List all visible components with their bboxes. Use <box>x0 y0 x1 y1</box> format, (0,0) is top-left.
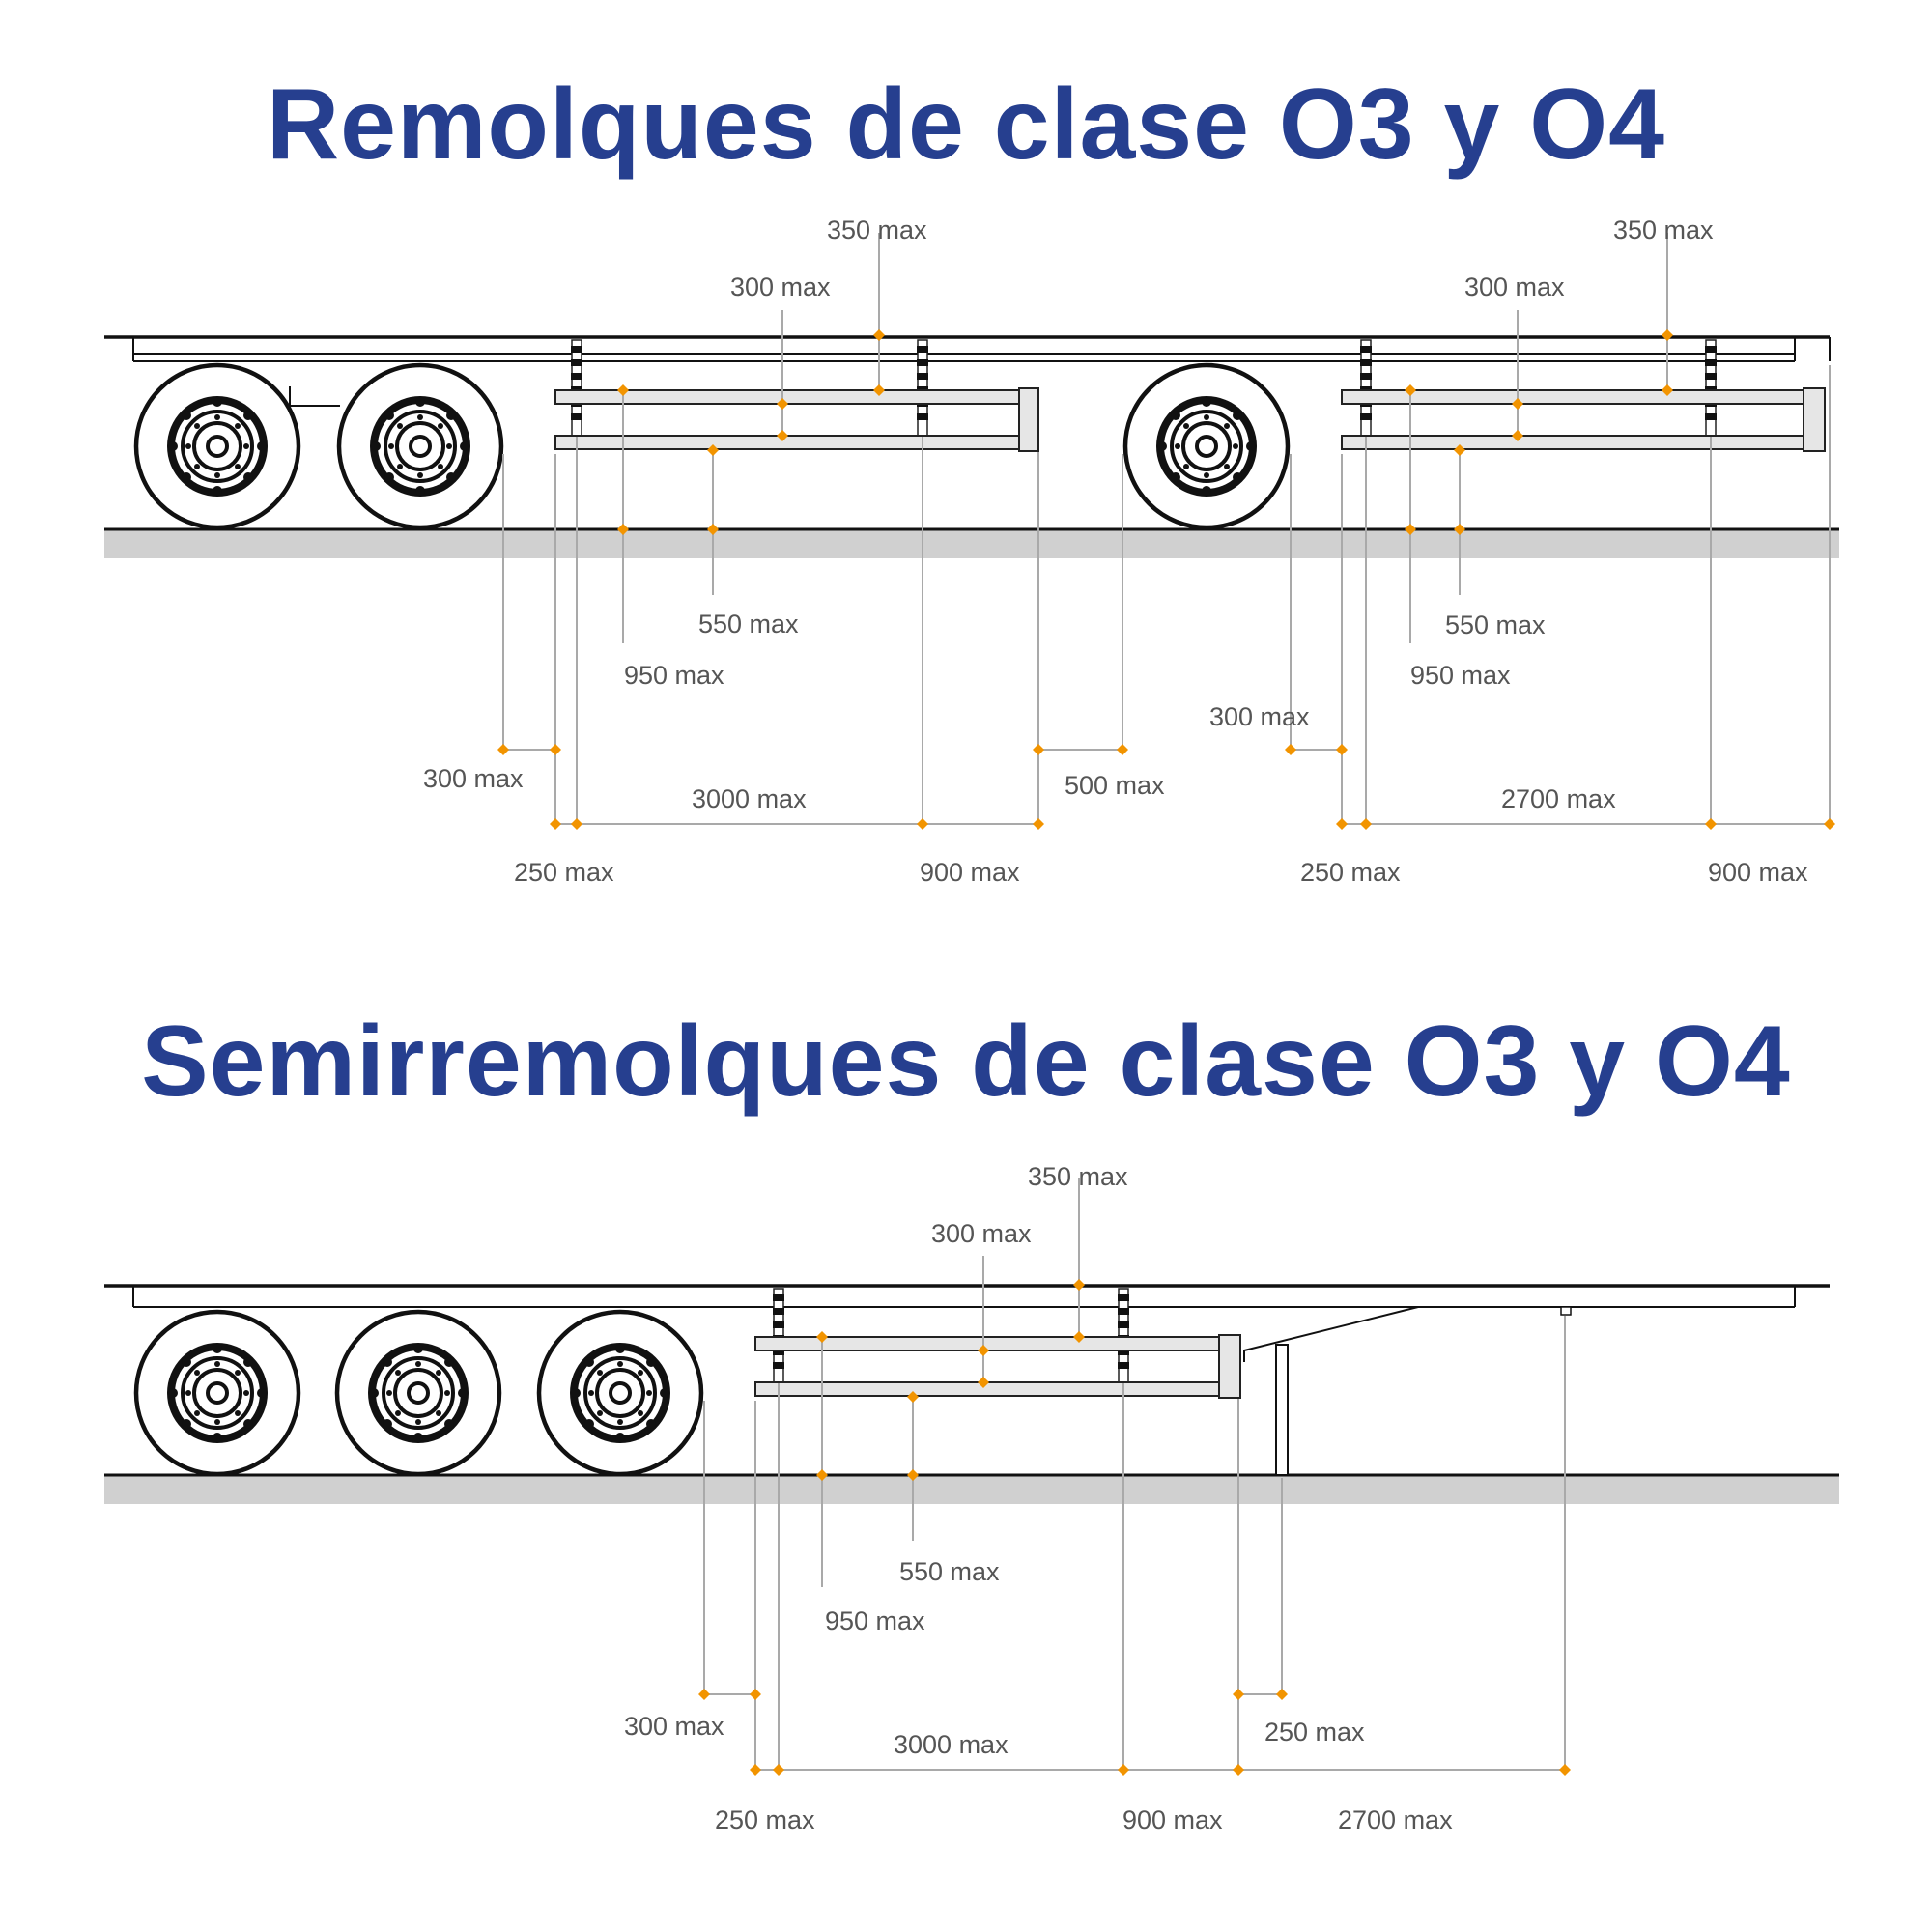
label-semi-300: 300 max <box>931 1219 1032 1248</box>
wheel-icon <box>539 1312 701 1474</box>
label-semi-350: 350 max <box>1028 1162 1128 1191</box>
guard-rail-lower <box>554 435 1020 450</box>
dimension-markers <box>698 1279 1571 1776</box>
label-semi-250: 250 max <box>715 1805 815 1834</box>
wheel-icon <box>136 365 298 527</box>
guard-end-bracket <box>1803 387 1826 452</box>
dimension-lines <box>703 1178 1566 1771</box>
label-front-950: 950 max <box>624 661 724 690</box>
landing-gear <box>1275 1344 1289 1476</box>
guard-post <box>1704 339 1718 438</box>
label-front-300-gap: 300 max <box>423 764 524 793</box>
label-semi-900: 900 max <box>1122 1805 1223 1834</box>
label-rear-900: 900 max <box>1708 858 1808 887</box>
ground-shadow <box>104 529 1839 558</box>
label-rear-350: 350 max <box>1613 215 1714 244</box>
label-rear-2700: 2700 max <box>1501 784 1616 813</box>
label-front-350: 350 max <box>827 215 927 244</box>
wheel-icon <box>339 365 501 527</box>
wheel-icon <box>337 1312 499 1474</box>
title-trailers: Remolques de clase O3 y O4 <box>267 69 1665 181</box>
gooseneck-edge <box>1243 1306 1419 1351</box>
guard-post <box>570 339 583 438</box>
wheel-icon <box>136 1312 298 1474</box>
guard-rail-lower <box>754 1381 1220 1397</box>
label-front-500: 500 max <box>1065 771 1165 800</box>
guard-end-bracket <box>1018 387 1039 452</box>
label-rear-550: 550 max <box>1445 611 1546 639</box>
label-rear-250: 250 max <box>1300 858 1401 887</box>
guard-post <box>916 339 929 438</box>
guard-post <box>1359 339 1373 438</box>
label-front-300: 300 max <box>730 272 831 301</box>
label-semi-3000: 3000 max <box>894 1730 1009 1759</box>
label-semi-550: 550 max <box>899 1557 1000 1586</box>
label-rear-950: 950 max <box>1410 661 1511 690</box>
label-rear-300-gap: 300 max <box>1209 702 1310 731</box>
dimension-markers <box>497 329 1835 830</box>
label-front-250: 250 max <box>514 858 614 887</box>
label-front-900: 900 max <box>920 858 1020 887</box>
label-front-550: 550 max <box>698 610 799 639</box>
label-semi-2700: 2700 max <box>1338 1805 1453 1834</box>
title-semitrailers: Semirremolques de clase O3 y O4 <box>141 1006 1791 1118</box>
guard-end-bracket <box>1218 1334 1241 1399</box>
label-front-3000: 3000 max <box>692 784 807 813</box>
dimension-lines <box>502 233 1831 825</box>
wheel-icon <box>1125 365 1288 527</box>
ground-shadow <box>104 1475 1839 1504</box>
label-semi-300-gap: 300 max <box>624 1712 724 1741</box>
trailer-drawing: 350 max 300 max 550 max 950 max 300 max … <box>104 215 1839 887</box>
label-semi-250-b: 250 max <box>1264 1718 1365 1747</box>
label-rear-300: 300 max <box>1464 272 1565 301</box>
semitrailer-drawing: 350 max 300 max 550 max 950 max 300 max … <box>104 1162 1839 1834</box>
label-semi-950: 950 max <box>825 1606 925 1635</box>
